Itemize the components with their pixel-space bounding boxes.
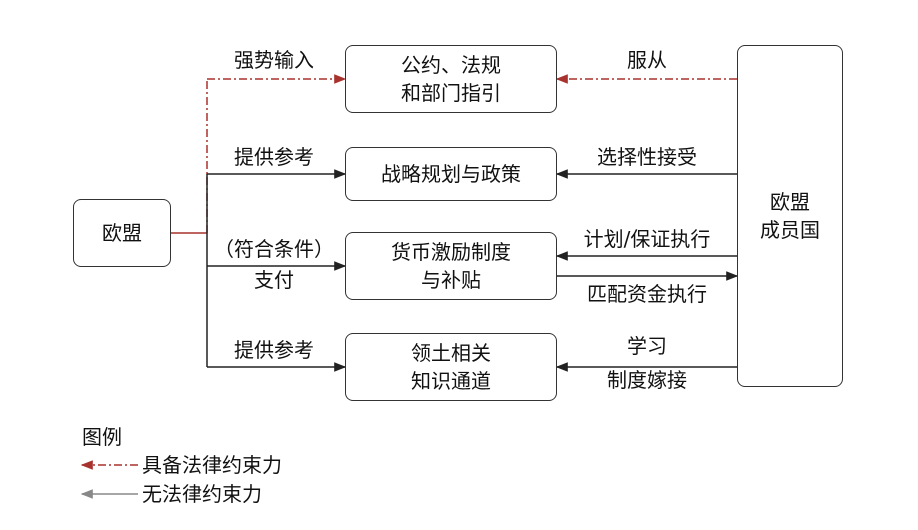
node-conventions-label-1: 公约、法规 <box>401 53 501 77</box>
node-strategy-label: 战略规划与政策 <box>381 162 521 186</box>
edge-label-selective-accept: 选择性接受 <box>597 145 697 169</box>
node-eu: 欧盟 <box>73 199 171 267</box>
edge-label-enforce-input: 强势输入 <box>234 48 314 72</box>
legend-binding-label: 具备法律约束力 <box>142 453 282 477</box>
node-strategy: 战略规划与政策 <box>345 147 557 201</box>
node-member-states: 欧盟 成员国 <box>737 45 843 387</box>
edge-label-provide-ref-2: 提供参考 <box>234 338 314 362</box>
node-territory-label-2: 知识通道 <box>411 369 491 393</box>
node-member-label-2: 成员国 <box>760 218 820 242</box>
edge-label-obey: 服从 <box>627 48 667 72</box>
edge-label-provide-ref-1: 提供参考 <box>234 145 314 169</box>
edge-label-pay-2: 支付 <box>254 268 294 292</box>
legend-title: 图例 <box>82 425 122 449</box>
edge-label-pay-1: （符合条件） <box>214 237 334 261</box>
node-conventions-label-2: 和部门指引 <box>401 81 501 105</box>
node-territory-label-1: 领土相关 <box>411 341 491 365</box>
edge-label-learn-1: 学习 <box>627 334 667 358</box>
edge-label-match-funds: 匹配资金执行 <box>587 282 707 306</box>
edge-label-plan-guarantee: 计划/保证执行 <box>583 227 711 251</box>
edge-label-learn-2: 制度嫁接 <box>607 368 687 392</box>
node-member-label-1: 欧盟 <box>770 190 810 214</box>
node-monetary-label-1: 货币激励制度 <box>391 240 511 264</box>
node-monetary: 货币激励制度 与补贴 <box>345 232 557 300</box>
node-conventions: 公约、法规 和部门指引 <box>345 45 557 113</box>
legend-nonbinding-label: 无法律约束力 <box>142 482 262 506</box>
node-territory: 领土相关 知识通道 <box>345 333 557 401</box>
node-eu-label: 欧盟 <box>102 221 142 245</box>
node-monetary-label-2: 与补贴 <box>421 268 481 292</box>
